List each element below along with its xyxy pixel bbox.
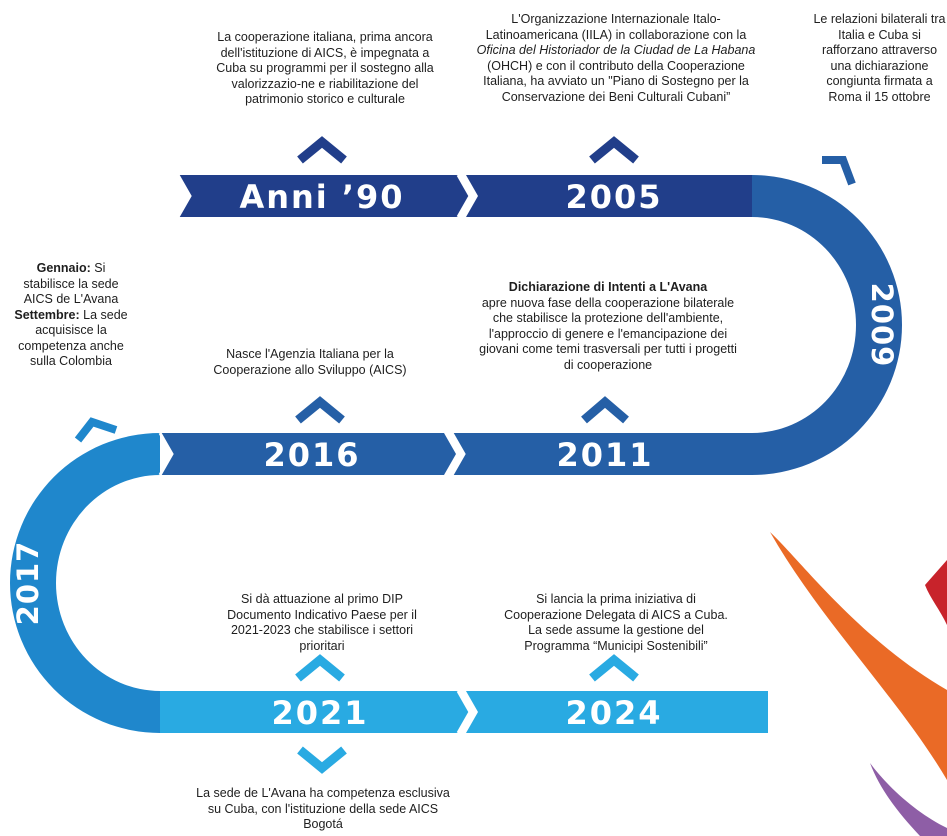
text-2017-b1: Gennaio: — [36, 261, 91, 275]
ribbon-anni90 — [178, 175, 470, 217]
caret-up-icon — [295, 396, 345, 424]
text-2024: Si lancia la prima iniziativa di Coopera… — [504, 592, 728, 653]
text-2021-top: Si dà attuazione al primo DIP Documento … — [227, 592, 417, 653]
text-2021-bottom: La sede de L'Avana ha competenza esclusi… — [196, 786, 450, 831]
caret-tilted-icon — [74, 417, 118, 443]
text-2005: L'Organizzazione Internazionale Italo-La… — [474, 12, 758, 105]
red-brush-stroke — [925, 560, 947, 625]
ribbon-2016 — [160, 433, 456, 475]
text-2017-t1: Si stabilisce la sede AICS de L'Avana — [23, 261, 119, 306]
ribbon-2011 — [452, 433, 752, 475]
text-anni90: La cooperazione italiana, prima ancora d… — [216, 30, 434, 106]
text-2017: Gennaio: Si stabilisce la sede AICS de L… — [10, 261, 132, 370]
arc-2009 — [752, 175, 902, 475]
caret-up-icon — [589, 654, 639, 682]
year-label-2017: 2017 — [11, 541, 45, 626]
ribbon-2021 — [160, 691, 470, 733]
text-2005-italic: Oficina del Historiador de la Ciudad de … — [476, 43, 756, 57]
year-label-2024: 2024 — [565, 694, 662, 732]
text-2005-rest: (OHCH) e con il contributo della Coopera… — [483, 58, 749, 104]
year-label-2009: 2009 — [865, 283, 899, 368]
caret-up-icon — [297, 136, 347, 164]
ribbon-2005 — [466, 175, 752, 217]
text-2011: Dichiarazione di Intenti a L'Avana apre … — [478, 280, 738, 373]
text-2005-pre: L'Organizzazione Internazionale Italo-La… — [485, 12, 747, 42]
year-label-anni90: Anni ’90 — [239, 178, 404, 216]
text-2017-b2: Settembre: — [14, 307, 80, 322]
caret-up-icon — [581, 396, 629, 424]
ribbon-2024 — [466, 691, 768, 733]
year-label-2005: 2005 — [565, 178, 662, 216]
text-2016: Nasce l'Agenzia Italiana per la Cooperaz… — [213, 347, 407, 377]
text-2009: Le relazioni bilaterali tra Italia e Cub… — [813, 12, 946, 104]
text-2011-rest: apre nuova fase della cooperazione bilat… — [479, 295, 737, 372]
text-2017-t2: La sede acquisisce la competenza anche s… — [18, 307, 128, 369]
orange-brush-stroke — [770, 532, 947, 780]
year-label-2011: 2011 — [556, 436, 653, 474]
year-label-2016: 2016 — [263, 436, 360, 474]
year-label-2021: 2021 — [271, 694, 368, 732]
arc-2017 — [10, 433, 160, 733]
caret-up-icon — [295, 654, 345, 682]
purple-brush-stroke — [870, 763, 947, 836]
text-2011-bold: Dichiarazione di Intenti a L'Avana — [508, 280, 708, 294]
caret-tilted-icon — [822, 156, 856, 186]
caret-down-icon — [297, 746, 347, 774]
caret-up-icon — [589, 136, 639, 164]
